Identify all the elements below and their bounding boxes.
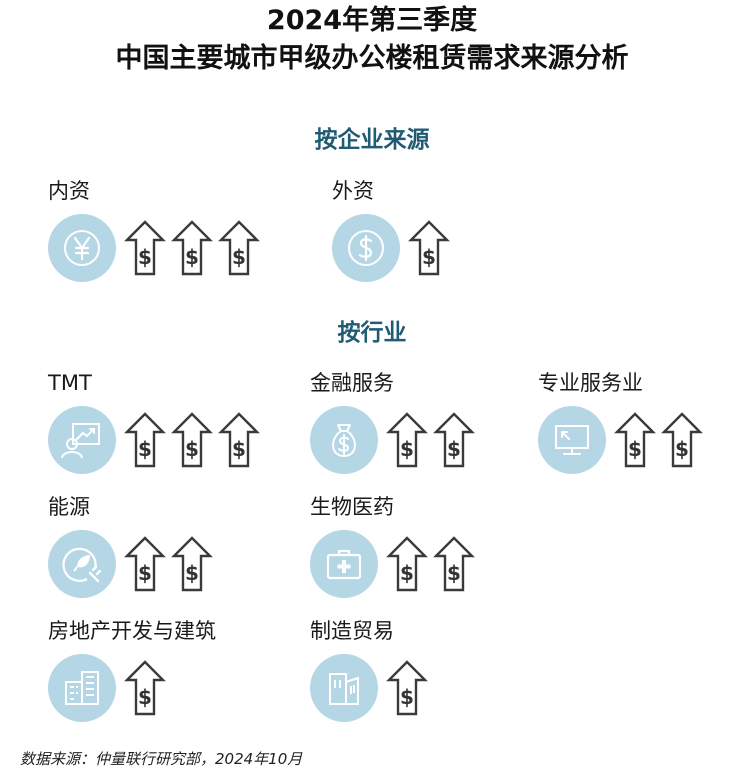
svg-text:$: $: [675, 437, 689, 461]
group-domestic: 内资 $ $ $: [48, 178, 261, 282]
dollar-up-arrow-icon: $: [123, 220, 167, 276]
medical-kit-icon: [310, 530, 378, 598]
section-heading-by-industry: 按行业: [337, 320, 407, 346]
group-finance: 金融服务 $ $: [310, 370, 476, 474]
group-row: $ $ $: [48, 214, 261, 282]
group-label: 内资: [48, 179, 90, 203]
group-energy: 能源 $ $: [48, 494, 214, 598]
svg-text:$: $: [138, 685, 152, 709]
svg-text:$: $: [138, 561, 152, 585]
svg-text:$: $: [400, 437, 414, 461]
buildings-icon: [48, 654, 116, 722]
page-title: 2024年第三季度 中国主要城市甲级办公楼租赁需求来源分析: [0, 2, 744, 78]
eco-plug-icon: [48, 530, 116, 598]
group-label: TMT: [48, 371, 92, 395]
svg-text:$: $: [628, 437, 642, 461]
group-professional: 专业服务业 $ $: [538, 370, 704, 474]
svg-text:$: $: [400, 561, 414, 585]
dollar-up-arrow-icon: $: [385, 660, 429, 716]
dollar-up-arrow-icon: $: [660, 412, 704, 468]
group-label: 房地产开发与建筑: [48, 619, 216, 643]
group-label: 制造贸易: [310, 619, 394, 643]
title-line-2: 中国主要城市甲级办公楼租赁需求来源分析: [115, 43, 629, 74]
money-bag-icon: [310, 406, 378, 474]
svg-text:$: $: [185, 245, 199, 269]
group-row: $ $: [310, 406, 476, 474]
title-line-1: 2024年第三季度: [266, 5, 478, 36]
dollar-up-arrow-icon: $: [385, 412, 429, 468]
dollar-up-arrow-icon: $: [432, 412, 476, 468]
dollar-up-arrow-icon: $: [170, 536, 214, 592]
svg-text:$: $: [138, 437, 152, 461]
dollar-up-arrow-icon: $: [123, 412, 167, 468]
dollar-icon: [332, 214, 400, 282]
dollar-up-arrow-icon: $: [170, 412, 214, 468]
group-row: $: [310, 654, 429, 722]
svg-text:$: $: [185, 561, 199, 585]
svg-text:$: $: [232, 437, 246, 461]
group-row: $ $: [538, 406, 704, 474]
data-source-note: 数据来源：仲量联行研究部，2024年10月: [20, 750, 303, 768]
monitor-icon: [538, 406, 606, 474]
dollar-up-arrow-icon: $: [123, 660, 167, 716]
svg-text:$: $: [232, 245, 246, 269]
group-manufacturing: 制造贸易 $: [310, 618, 429, 722]
svg-text:$: $: [422, 245, 436, 269]
dollar-up-arrow-icon: $: [407, 220, 451, 276]
group-row: $: [332, 214, 451, 282]
group-tmt: TMT $ $ $: [48, 370, 261, 474]
group-biomed: 生物医药 $ $: [310, 494, 476, 598]
group-foreign: 外资 $: [332, 178, 451, 282]
dollar-up-arrow-icon: $: [385, 536, 429, 592]
presentation-icon: [48, 406, 116, 474]
group-real-estate: 房地产开发与建筑 $: [48, 618, 216, 722]
group-row: $: [48, 654, 216, 722]
group-row: $ $ $: [48, 406, 261, 474]
factory-icon: [310, 654, 378, 722]
dollar-up-arrow-icon: $: [613, 412, 657, 468]
group-label: 生物医药: [310, 495, 394, 519]
svg-text:$: $: [447, 437, 461, 461]
section-heading-by-enterprise: 按企业来源: [314, 127, 430, 153]
svg-text:$: $: [185, 437, 199, 461]
group-row: $ $: [310, 530, 476, 598]
svg-text:$: $: [400, 685, 414, 709]
group-label: 金融服务: [310, 371, 394, 395]
dollar-up-arrow-icon: $: [170, 220, 214, 276]
group-label: 外资: [332, 179, 374, 203]
svg-text:$: $: [138, 245, 152, 269]
group-row: $ $: [48, 530, 214, 598]
svg-text:$: $: [447, 561, 461, 585]
dollar-up-arrow-icon: $: [123, 536, 167, 592]
dollar-up-arrow-icon: $: [217, 220, 261, 276]
dollar-up-arrow-icon: $: [432, 536, 476, 592]
yen-icon: [48, 214, 116, 282]
group-label: 专业服务业: [538, 371, 643, 395]
group-label: 能源: [48, 495, 90, 519]
dollar-up-arrow-icon: $: [217, 412, 261, 468]
